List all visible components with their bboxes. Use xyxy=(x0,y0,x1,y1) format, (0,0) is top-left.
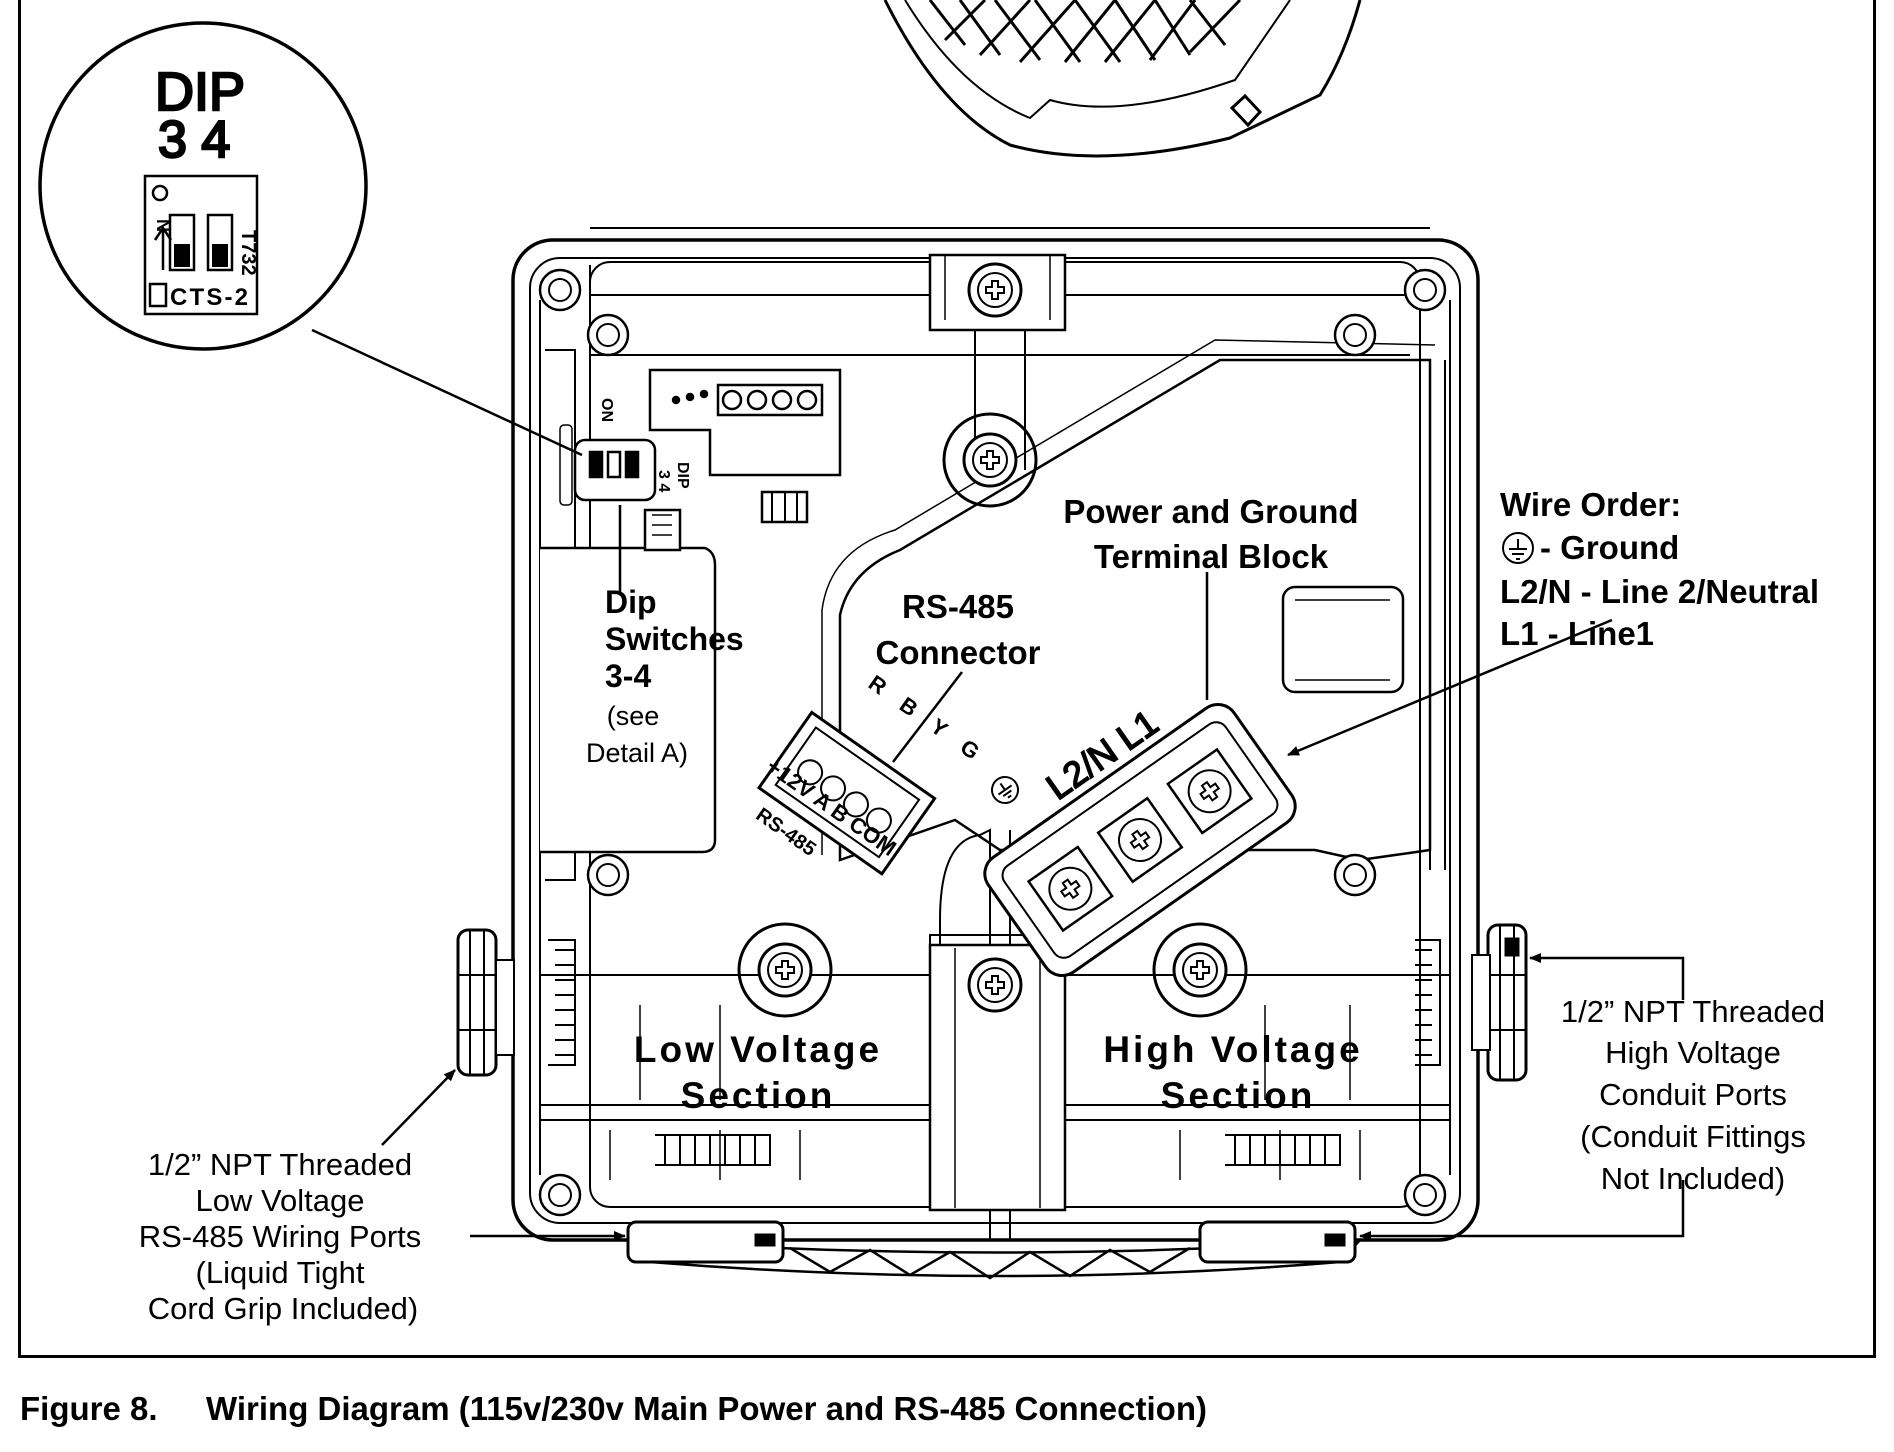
label-rs485-connector: RS-485 Connector xyxy=(876,588,1041,671)
label-low-ports: 1/2” NPT Threaded Low Voltage RS-485 Wir… xyxy=(139,1147,422,1326)
label-wire-order: Wire Order: - Ground L2/N - Line 2/Neutr… xyxy=(1500,486,1819,652)
svg-text:1/2” NPT Threaded: 1/2” NPT Threaded xyxy=(1561,994,1825,1029)
svg-text:(Conduit Fittings: (Conduit Fittings xyxy=(1580,1119,1806,1154)
svg-text:Power and Ground: Power and Ground xyxy=(1063,493,1358,530)
figure-caption: Figure 8. Wiring Diagram (115v/230v Main … xyxy=(20,1390,1207,1428)
label-power-ground: Power and Ground Terminal Block xyxy=(1063,493,1358,575)
power-terminal-block xyxy=(983,702,1297,978)
rs485-connector xyxy=(756,710,937,876)
svg-text:Dip: Dip xyxy=(605,584,657,620)
svg-text:Section: Section xyxy=(681,1075,836,1116)
svg-text:Terminal Block: Terminal Block xyxy=(1094,538,1329,575)
fan-housing xyxy=(883,0,1362,158)
svg-text:L1 - Line1: L1 - Line1 xyxy=(1500,615,1654,652)
ground-symbol-icon xyxy=(1502,532,1534,564)
detail-dip-heading: DIP xyxy=(155,62,245,122)
label-high-voltage: High Voltage Section xyxy=(1103,1029,1362,1116)
svg-text:Low Voltage: Low Voltage xyxy=(634,1029,882,1070)
detail-on-letter: N xyxy=(153,219,173,232)
on-board-label: ON xyxy=(598,398,615,422)
detail-part-code: T732 xyxy=(237,230,259,276)
svg-text:Low Voltage: Low Voltage xyxy=(196,1183,365,1218)
svg-text:High Voltage: High Voltage xyxy=(1605,1035,1781,1070)
label-dip-switches: Dip Switches 3-4 xyxy=(605,584,744,694)
svg-text:High Voltage: High Voltage xyxy=(1103,1029,1362,1070)
svg-text:Detail A): Detail A) xyxy=(586,738,688,768)
svg-text:3-4: 3-4 xyxy=(605,658,651,694)
detail-a-circle xyxy=(38,21,368,351)
svg-text:(see: (see xyxy=(607,701,660,731)
svg-text:Cord Grip Included): Cord Grip Included) xyxy=(148,1291,419,1326)
figure-number: Figure 8. xyxy=(20,1390,158,1427)
detail-dip-numbers: 3 4 xyxy=(158,111,230,169)
svg-text:Connector: Connector xyxy=(876,634,1041,671)
ground-symbol-icon xyxy=(991,776,1019,804)
svg-text:1/2” NPT Threaded: 1/2” NPT Threaded xyxy=(148,1147,412,1182)
dip-board-label: DIP xyxy=(674,462,691,489)
figure-frame xyxy=(18,0,1876,1358)
figure-title: Wiring Diagram (115v/230v Main Power and… xyxy=(206,1390,1207,1427)
svg-text:Section: Section xyxy=(1161,1075,1316,1116)
label-dip-note: (see Detail A) xyxy=(586,701,688,768)
svg-text:(Liquid Tight: (Liquid Tight xyxy=(196,1255,365,1290)
svg-text:RS-485 Wiring Ports: RS-485 Wiring Ports xyxy=(139,1219,422,1254)
svg-text:Switches: Switches xyxy=(605,621,744,657)
dip-board-numbers: 3 4 xyxy=(655,470,672,492)
svg-text:L2/N - Line 2/Neutral: L2/N - Line 2/Neutral xyxy=(1500,573,1819,610)
detail-cts-label: CTS-2 xyxy=(170,284,248,311)
leader-lines xyxy=(311,328,1685,1241)
label-high-ports: 1/2” NPT Threaded High Voltage Conduit P… xyxy=(1561,994,1825,1196)
label-low-voltage: Low Voltage Section xyxy=(634,1029,882,1116)
screw-bosses xyxy=(737,412,1248,1018)
svg-text:Conduit Ports: Conduit Ports xyxy=(1599,1077,1787,1112)
enclosure xyxy=(456,227,1528,1280)
svg-text:- Ground: - Ground xyxy=(1540,529,1679,566)
svg-text:Not Included): Not Included) xyxy=(1601,1161,1785,1196)
svg-text:Wire Order:: Wire Order: xyxy=(1500,486,1681,523)
svg-text:RS-485: RS-485 xyxy=(902,588,1014,625)
top-connector xyxy=(648,368,842,524)
